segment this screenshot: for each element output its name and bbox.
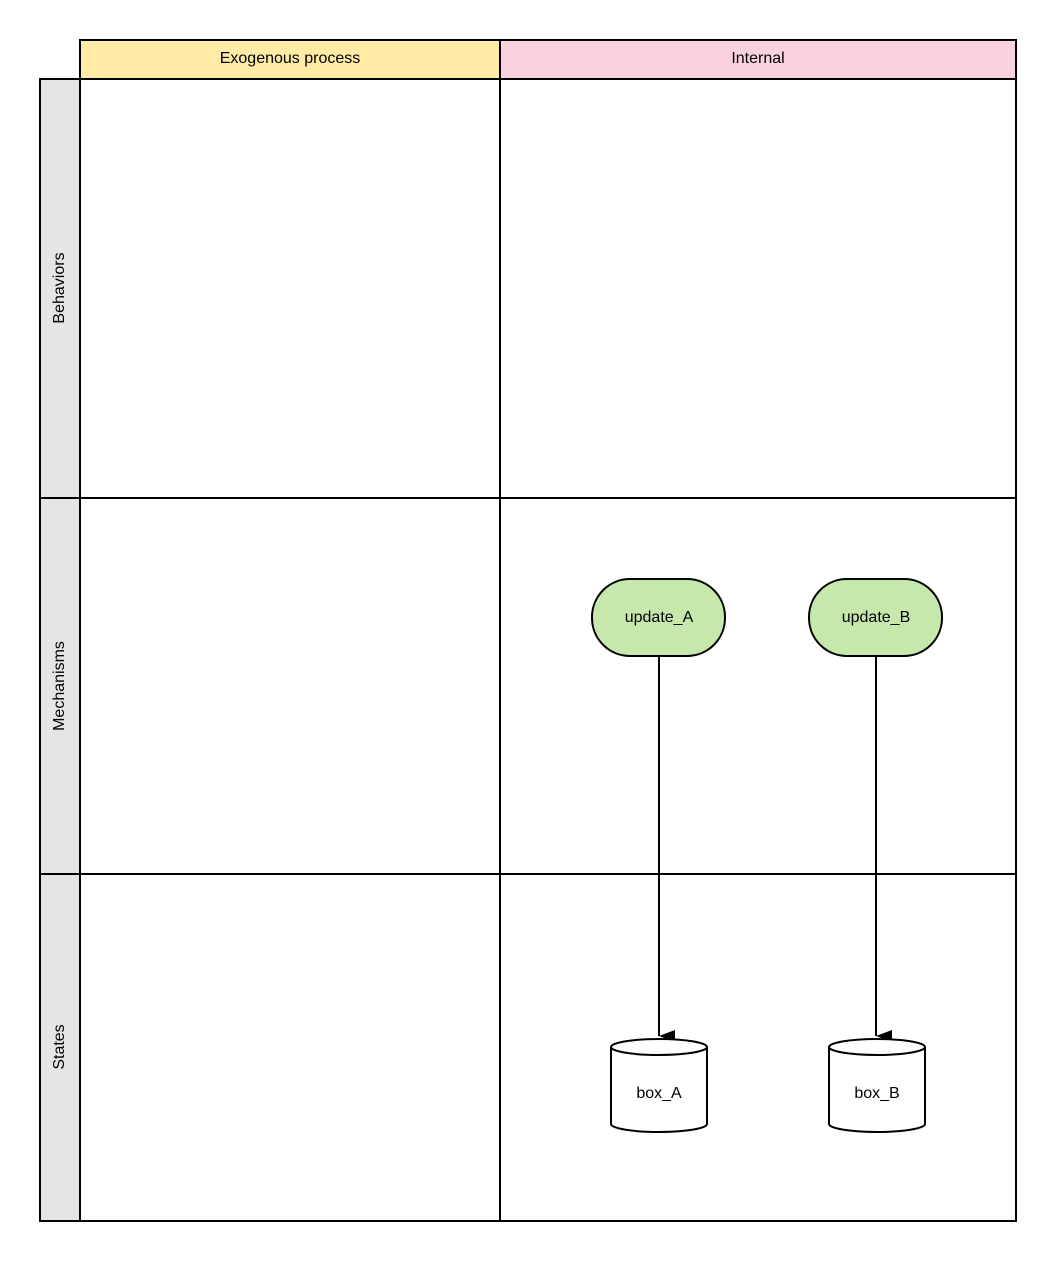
row-label-mechanisms: Mechanisms: [51, 641, 68, 731]
node-box-a-label: box_A: [636, 1085, 682, 1102]
cell-behaviors-exogenous: [79, 78, 501, 499]
node-box-b[interactable]: box_B: [828, 1038, 926, 1133]
node-update-a-label: update_A: [625, 609, 694, 626]
column-header-internal: Internal: [499, 39, 1017, 80]
row-header-states-bg: [39, 873, 81, 1222]
column-header-internal-bg: [499, 39, 1017, 80]
node-update-b-label: update_B: [842, 609, 911, 626]
column-label-internal: Internal: [731, 50, 784, 67]
node-update-b[interactable]: update_B: [808, 578, 943, 657]
row-header-states: States: [39, 873, 81, 1222]
row-label-states: States: [51, 1024, 68, 1069]
row-label-behaviors: Behaviors: [51, 252, 68, 323]
cell-mechanisms-exogenous: [79, 497, 501, 875]
node-box-b-body: [828, 1047, 926, 1133]
cell-states-exogenous: [79, 873, 501, 1222]
cell-states-internal: [499, 873, 1017, 1222]
row-header-behaviors: Behaviors: [39, 78, 81, 499]
column-label-exogenous: Exogenous process: [220, 50, 361, 67]
cell-mechanisms-internal: [499, 497, 1017, 875]
node-update-a[interactable]: update_A: [591, 578, 726, 657]
node-box-a-body: [610, 1047, 708, 1133]
node-box-b-label: box_B: [854, 1085, 899, 1102]
row-header-mechanisms: Mechanisms: [39, 497, 81, 875]
cell-behaviors-internal: [499, 78, 1017, 499]
node-update-a-shape: [591, 578, 726, 657]
node-box-a[interactable]: box_A: [610, 1038, 708, 1133]
column-header-exogenous-bg: [79, 39, 501, 80]
node-box-b-top: [828, 1038, 926, 1056]
column-header-exogenous: Exogenous process: [79, 39, 501, 80]
node-update-b-shape: [808, 578, 943, 657]
node-box-a-top: [610, 1038, 708, 1056]
